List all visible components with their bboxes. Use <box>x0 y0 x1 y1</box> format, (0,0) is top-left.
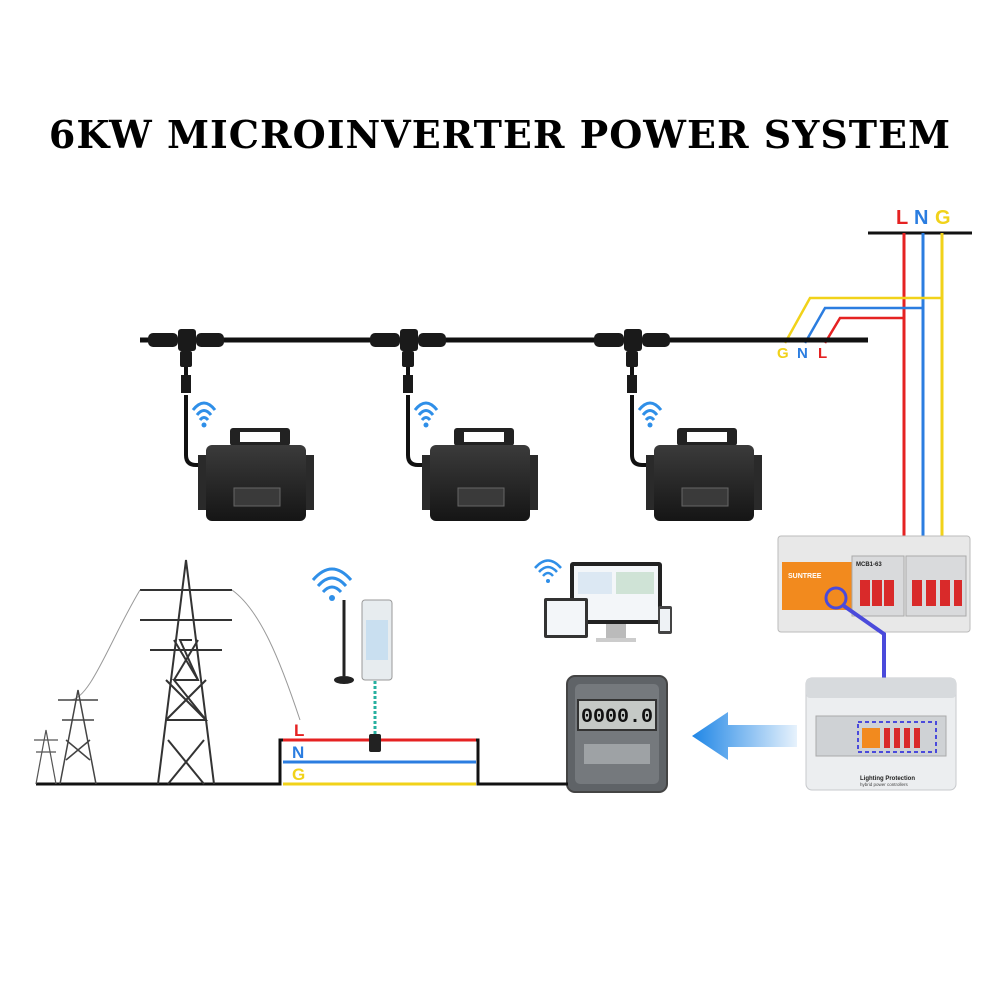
transmission-tower-medium <box>58 689 98 785</box>
monitoring-devices <box>534 559 672 642</box>
box-label: Lighting Protection <box>860 776 915 782</box>
main-bus: L N G <box>868 207 972 547</box>
transmission-tower-large <box>69 559 301 785</box>
ct-clamp <box>369 734 381 752</box>
branch-wires: G N L <box>777 296 942 362</box>
flow-arrow <box>692 712 797 760</box>
wifi-icon <box>534 559 562 577</box>
breaker-model-label: MCB1-63 <box>856 562 882 568</box>
breaker-brand-label: SUNTREE <box>788 573 822 580</box>
wifi-icon <box>191 401 217 422</box>
microinverter <box>191 401 314 521</box>
microinverter <box>413 401 538 521</box>
breaker-assembly: SUNTREE MCB1-63 <box>777 535 971 633</box>
wifi-icon <box>311 567 353 594</box>
meter-reading: 0000.0 <box>581 706 653 729</box>
bus-label-n: N <box>914 207 928 229</box>
grid-label-n: N <box>292 743 304 762</box>
grid-wiring: L N G <box>36 721 568 786</box>
bus-label-g: G <box>935 207 951 229</box>
branch-label-n: N <box>797 345 808 362</box>
box-sublabel: hybrid power controllers <box>860 782 909 787</box>
microinverter <box>637 401 762 521</box>
grid-label-l: L <box>294 721 304 740</box>
distribution-box: Lighting Protection hybrid power control… <box>805 677 957 791</box>
t-connector <box>370 329 446 367</box>
diagram-title: 6KW MICROINVERTER POWER SYSTEM <box>48 112 952 157</box>
branch-label-g: G <box>777 345 789 362</box>
wifi-icon <box>637 401 663 422</box>
t-connector <box>148 329 224 367</box>
highlight-circle <box>824 586 848 610</box>
grid-label-g: G <box>292 765 305 784</box>
bus-label-l: L <box>896 207 908 229</box>
wifi-icon <box>413 401 439 422</box>
smart-gateway <box>311 567 393 684</box>
t-connector <box>594 329 670 367</box>
energy-meter: 0000.0 <box>566 675 668 793</box>
branch-label-l: L <box>818 345 827 362</box>
transmission-tower-small <box>34 729 58 785</box>
